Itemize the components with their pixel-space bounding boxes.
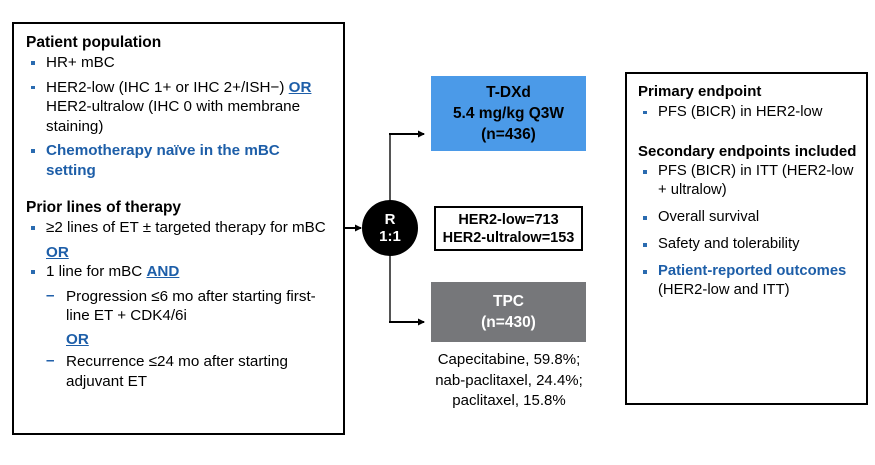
or-separator-1: OR xyxy=(46,243,69,261)
tpc-nab-paclitaxel: nab-paclitaxel, 24.4%; xyxy=(435,371,583,389)
list-item-her2-eligibility: HER2-low (IHC 1+ or IHC 2+/ISH−) OR HER2… xyxy=(26,78,333,137)
patient-population-heading: Patient population xyxy=(26,34,162,51)
treatment-arm-tdxd: T-DXd 5.4 mg/kg Q3W (n=436) xyxy=(431,76,586,151)
prior-lines-heading: Prior lines of therapy xyxy=(26,199,182,216)
patient-population-list: HR+ mBC HER2-low (IHC 1+ or IHC 2+/ISH−)… xyxy=(26,53,333,180)
or-separator-2: OR xyxy=(66,330,89,348)
primary-endpoint-heading: Primary endpoint xyxy=(638,83,762,100)
list-item-hr-mbc: HR+ mBC xyxy=(26,53,333,73)
tdxd-name: T-DXd xyxy=(486,84,531,101)
prior-lines-list: ≥2 lines of ET ± targeted therapy for mB… xyxy=(26,218,333,238)
section-spacer-2 xyxy=(638,130,858,143)
sub-item-progression: Progression ≤6 mo after starting first-l… xyxy=(44,286,333,326)
prior-lines-list-2: 1 line for mBC AND xyxy=(26,262,333,282)
secondary-endpoints-heading: Secondary endpoints included xyxy=(638,142,857,160)
section-spacer xyxy=(26,185,333,198)
tpc-regimen-breakdown: Capecitabine, 59.8%; nab-paclitaxel, 24.… xyxy=(409,350,609,412)
her2-low-count: HER2-low=713 xyxy=(458,211,559,228)
list-item-two-plus-lines: ≥2 lines of ET ± targeted therapy for mB… xyxy=(26,218,333,238)
endpoints-panel: Primary endpoint PFS (BICR) in HER2-low … xyxy=(625,72,868,405)
list-item-one-line: 1 line for mBC AND xyxy=(26,262,333,282)
tpc-sample-size: (n=430) xyxy=(481,314,536,331)
tdxd-dose: 5.4 mg/kg Q3W xyxy=(452,105,565,122)
randomization-ratio: 1:1 xyxy=(379,228,401,245)
list-item-safety-tolerability: Safety and tolerability xyxy=(638,235,858,254)
or-keyword: OR xyxy=(288,78,312,96)
tpc-capecitabine: Capecitabine, 59.8%; xyxy=(437,351,581,368)
and-keyword: AND xyxy=(146,263,180,280)
list-item-overall-survival: Overall survival xyxy=(638,208,858,227)
tdxd-sample-size: (n=436) xyxy=(481,126,536,143)
list-item-patient-reported-outcomes: Patient-reported outcomes (HER2-low and … xyxy=(638,262,858,300)
tpc-name: TPC xyxy=(493,293,524,310)
pro-scope: (HER2-low and ITT) xyxy=(658,282,790,298)
sub-item-recurrence: Recurrence ≤24 mo after starting adjuvan… xyxy=(44,351,333,391)
randomization-label: R xyxy=(384,211,396,228)
list-item-chemo-naive: Chemotherapy naïve in the mBC setting xyxy=(26,141,333,180)
list-item-pfs-itt: PFS (BICR) in ITT (HER2-low + ultralow) xyxy=(638,162,858,200)
patient-population-panel: Patient population HR+ mBC HER2-low (IHC… xyxy=(12,22,345,435)
her2-ultralow-count: HER2-ultralow=153 xyxy=(442,229,575,246)
secondary-endpoints-list: PFS (BICR) in ITT (HER2-low + ultralow) … xyxy=(638,162,858,300)
cohort-counts-box: HER2-low=713 HER2-ultralow=153 xyxy=(434,206,583,251)
primary-endpoint-list: PFS (BICR) in HER2-low xyxy=(638,103,858,122)
treatment-arm-tpc: TPC (n=430) xyxy=(431,282,586,342)
randomization-node: R 1:1 xyxy=(362,200,418,256)
list-item-primary-pfs: PFS (BICR) in HER2-low xyxy=(638,103,858,122)
tpc-paclitaxel: paclitaxel, 15.8% xyxy=(452,392,566,409)
